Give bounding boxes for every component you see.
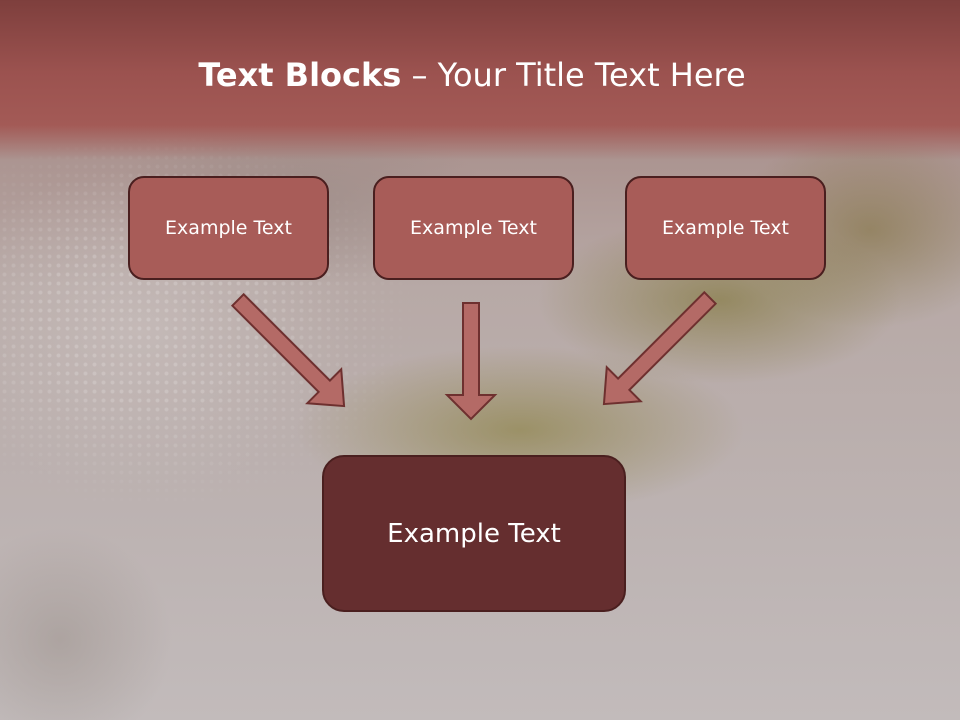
title-bold: Text Blocks	[198, 56, 402, 94]
text-block-center[interactable]: Example Text	[373, 176, 574, 280]
text-block-left-label: Example Text	[165, 217, 292, 239]
text-block-center-label: Example Text	[410, 217, 537, 239]
text-block-left[interactable]: Example Text	[128, 176, 329, 280]
arrow-down-left-icon	[602, 290, 718, 406]
title-rest: Your Title Text Here	[437, 56, 746, 94]
text-block-bottom-label: Example Text	[387, 518, 561, 549]
text-block-bottom[interactable]: Example Text	[322, 455, 626, 612]
text-block-right-label: Example Text	[662, 217, 789, 239]
slide-title: Text Blocks – Your Title Text Here	[0, 52, 944, 98]
arrow-down-right-icon	[230, 292, 346, 408]
arrow-down-icon	[444, 302, 498, 421]
text-block-right[interactable]: Example Text	[625, 176, 826, 280]
title-dash: –	[411, 56, 428, 94]
header-band	[0, 0, 960, 160]
